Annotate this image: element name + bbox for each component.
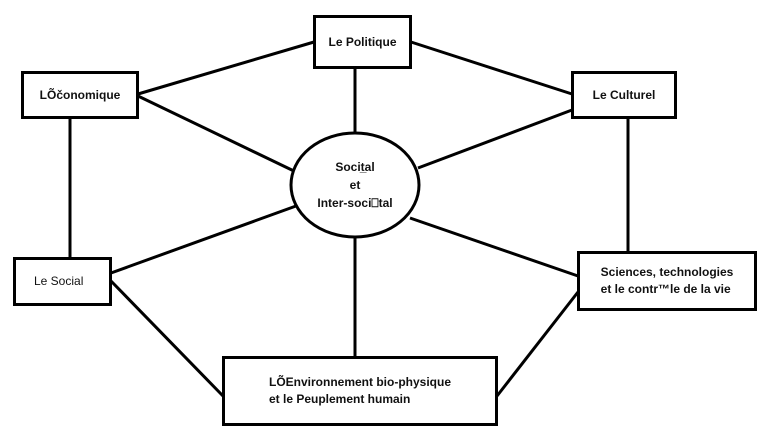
- node-environnement: LÕEnvironnement bio-physique et le Peuple…: [222, 356, 498, 426]
- node-culturel-label: Le Culturel: [592, 87, 656, 102]
- node-sciences: Sciences, technologies et le contr™le de …: [577, 251, 757, 311]
- node-politique: Le Politique: [313, 15, 412, 69]
- line-social-environnement: [109, 279, 225, 398]
- node-social: Le Social: [13, 257, 112, 306]
- node-sciences-line1: Sciences, technologies: [600, 265, 734, 279]
- node-culturel: Le Culturel: [571, 71, 677, 119]
- node-economique: LÕčonomique: [21, 71, 139, 119]
- line-politique-culturel: [410, 40, 573, 96]
- line-politique-economique: [137, 40, 315, 96]
- node-sciences-line2: et le contr™le de la vie: [600, 282, 731, 296]
- node-environnement-line2: et le Peuplement humain: [268, 392, 411, 406]
- line-culturel-center: [417, 108, 573, 170]
- line-social-center: [110, 204, 297, 275]
- center-line3: Inter-soci⎕tal: [317, 196, 393, 210]
- node-social-label: Le Social: [34, 274, 84, 288]
- center-line2: et: [349, 178, 361, 192]
- line-sciences-environnement: [495, 291, 580, 397]
- node-politique-label: Le Politique: [328, 34, 397, 49]
- center-label: Socit̲al et Inter-soci⎕tal: [295, 158, 415, 212]
- center-ellipse: [289, 131, 421, 239]
- node-economique-label: LÕčonomique: [39, 87, 121, 102]
- node-environnement-line1: LÕEnvironnement bio-physique: [268, 375, 451, 389]
- line-economique-center: [137, 94, 297, 174]
- line-center-sciences: [409, 216, 579, 278]
- center-line1: Socit̲al: [335, 160, 375, 174]
